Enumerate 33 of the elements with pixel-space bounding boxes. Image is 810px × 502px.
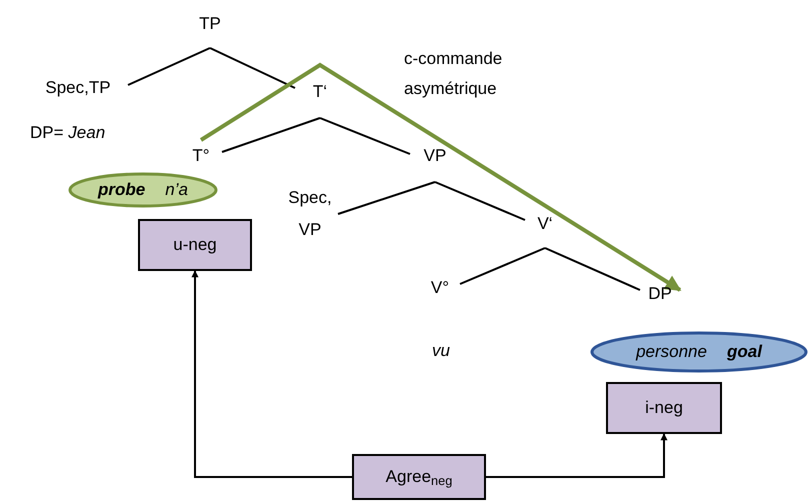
node-label: V‘: [537, 213, 553, 235]
arrow: [486, 433, 668, 478]
annotation-text: c-commande asymétrique: [404, 48, 504, 100]
node-label: T°: [192, 145, 210, 167]
node-text: n’a: [165, 180, 188, 200]
node-label: T‘: [312, 81, 328, 103]
tree-branch: [210, 47, 296, 89]
agree-box: [352, 454, 486, 500]
tree-branch: [544, 247, 640, 291]
node-text: goal: [726, 342, 762, 362]
feature-box: [138, 219, 252, 271]
tree-branch: [320, 117, 410, 155]
annotation-text: DP= Jean: [30, 122, 106, 144]
tree-branch: [128, 47, 210, 86]
node-label: V°: [430, 277, 450, 299]
tree-branch: [460, 247, 546, 285]
node-text: personne: [636, 342, 707, 362]
word-label: vu: [432, 340, 451, 362]
feature-box: [606, 382, 722, 434]
node-text: probe: [98, 180, 146, 200]
box-text: u-neg: [173, 234, 217, 256]
tree-branch: [434, 181, 526, 221]
tree-branch: [338, 181, 436, 215]
node-label: Spec,TP: [45, 77, 111, 99]
tree-branch: [222, 117, 320, 153]
box-text: i-neg: [645, 397, 683, 420]
arrow: [192, 270, 352, 478]
box-text: Agree$_{neg}$: [386, 466, 452, 490]
c-command-arrow: [200, 62, 682, 292]
node-label: Spec, VP: [287, 187, 333, 241]
node-label: TP: [199, 13, 221, 35]
node-label: DP: [648, 283, 672, 305]
node-label: VP: [424, 145, 446, 167]
